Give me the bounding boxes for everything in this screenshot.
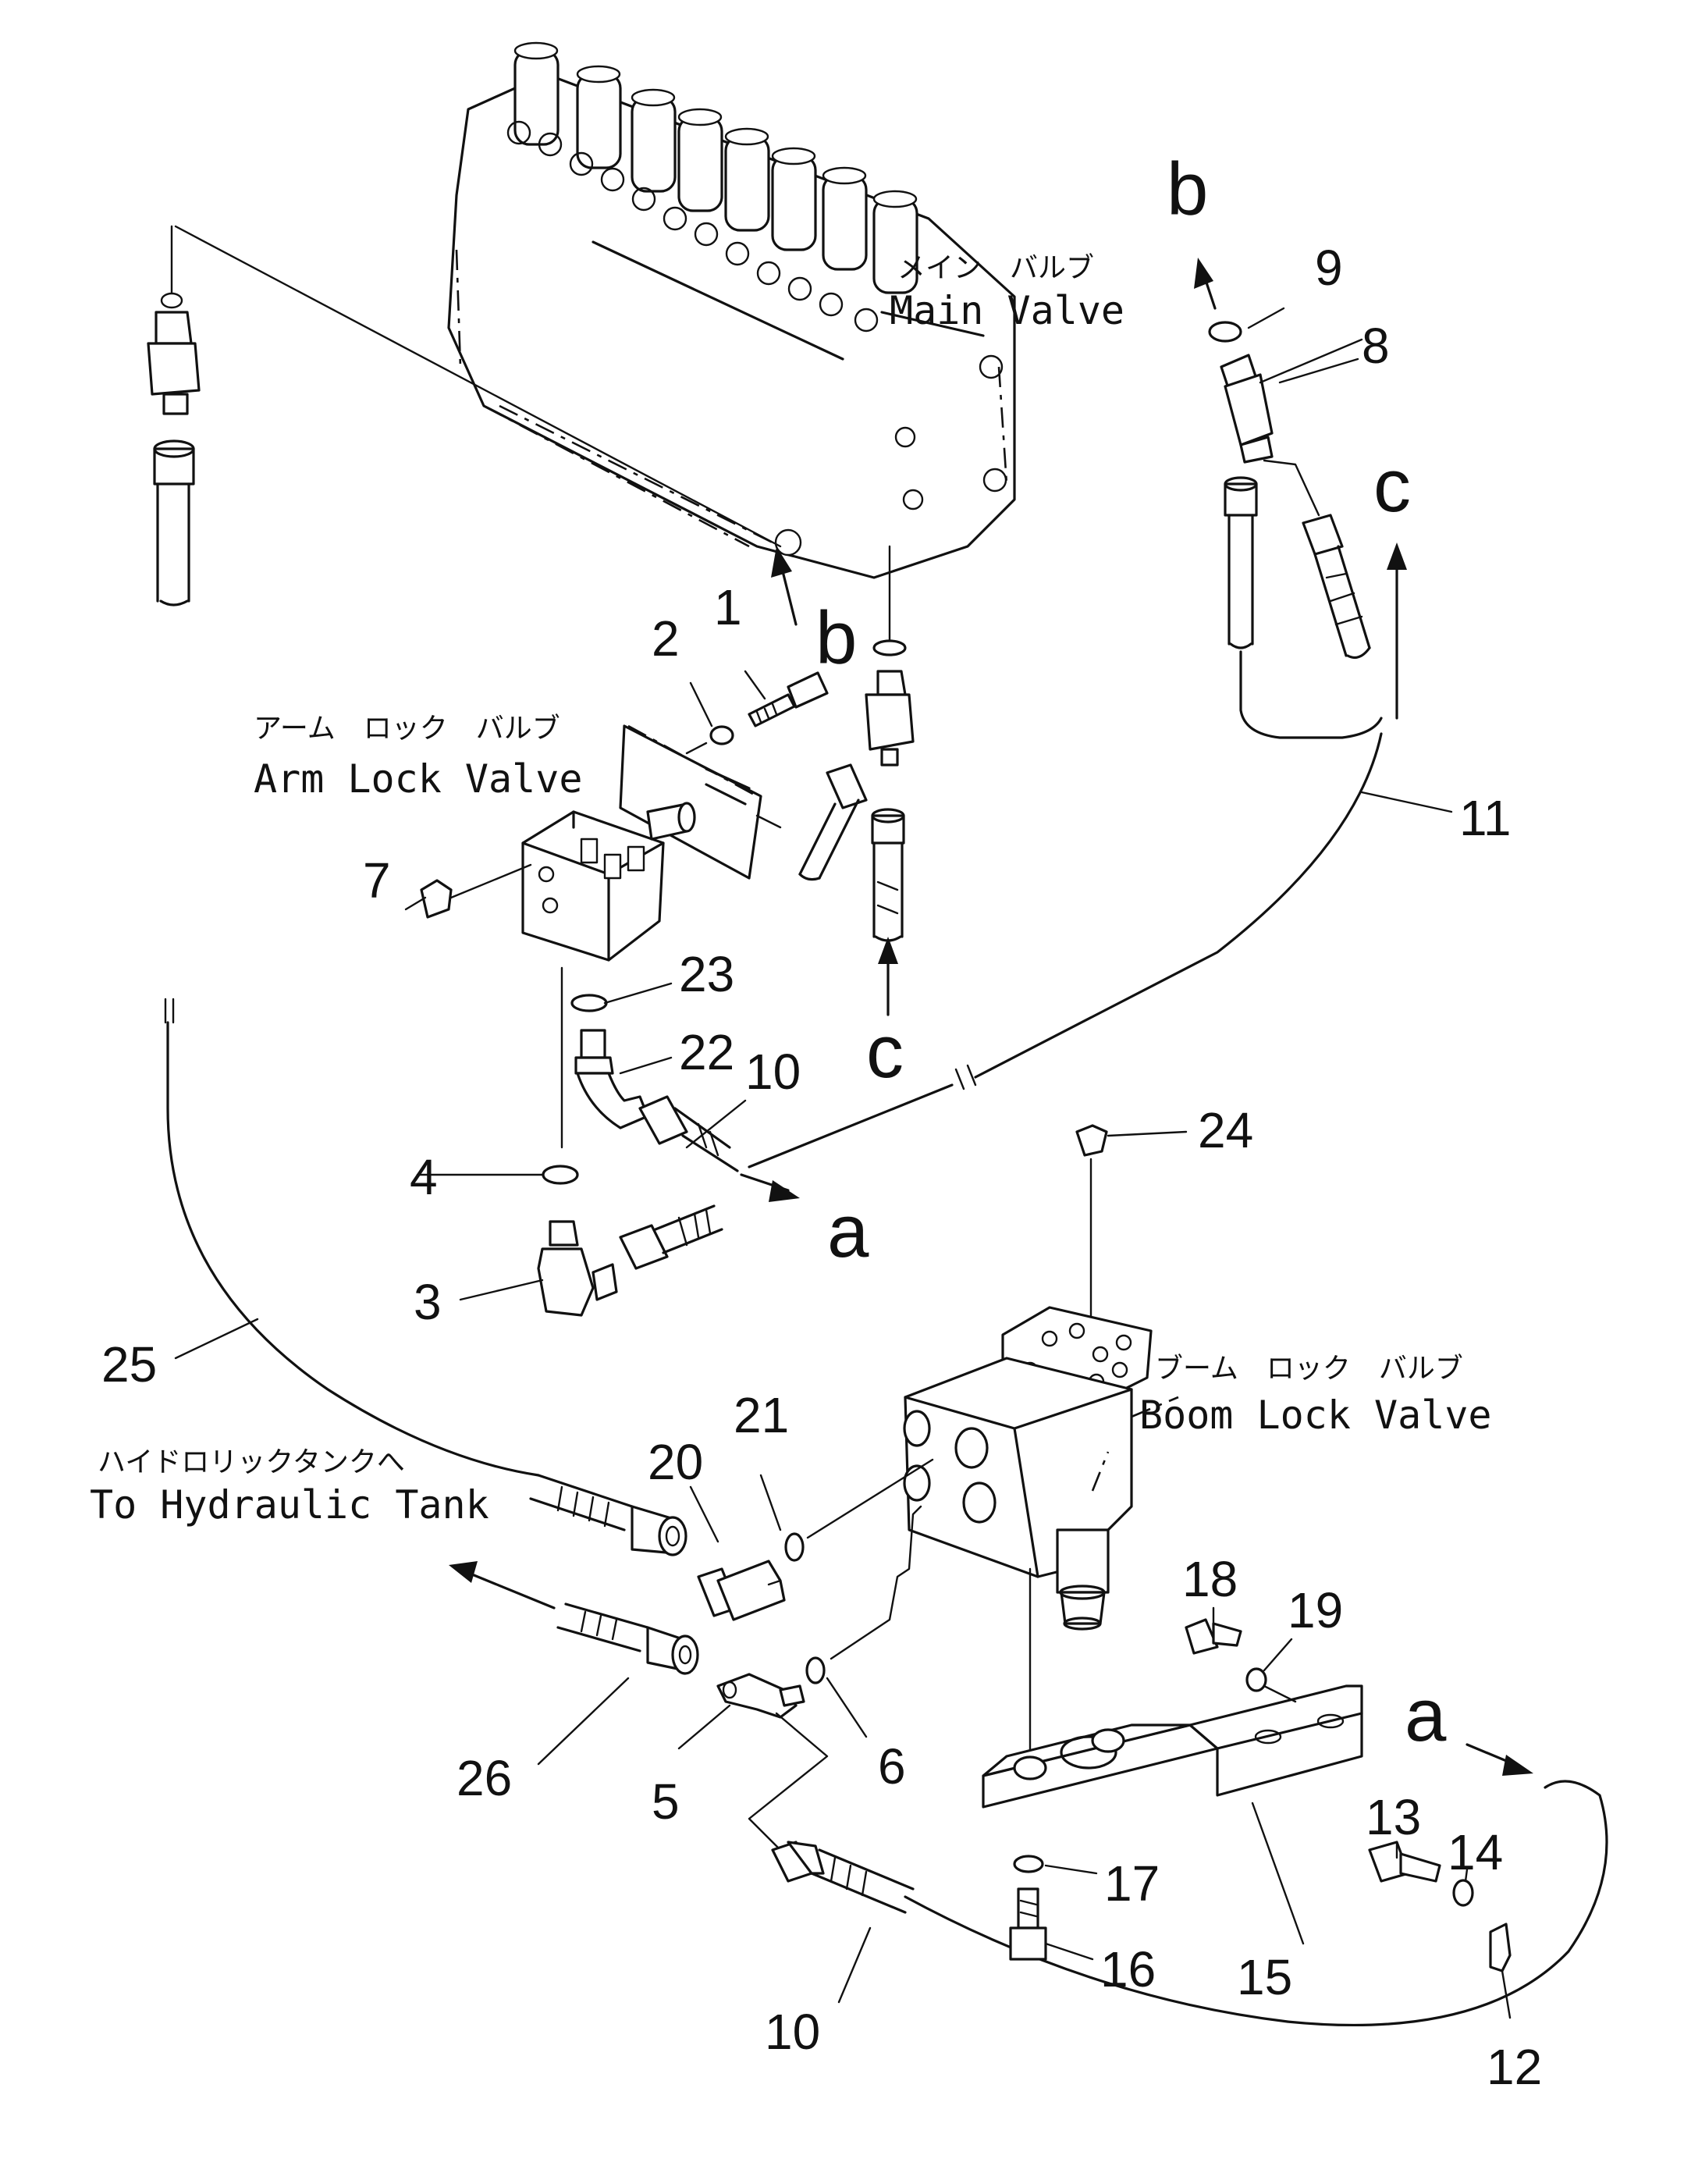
boom-lock-valve-label-jp: ブーム ロック バルブ	[1155, 1353, 1463, 1385]
elbow-20-oring-21	[697, 1458, 934, 1621]
plug-24	[1075, 1124, 1188, 1329]
arm-lock-valve-label: Arm Lock Valve	[254, 756, 582, 802]
part-number-2: 2	[652, 610, 680, 667]
connection-a-arm: a	[827, 1190, 869, 1273]
hose-11	[748, 732, 1453, 1168]
arm-lock-valve	[521, 724, 782, 962]
bracket-15	[982, 1684, 1363, 1809]
bolt-1-washer-2	[685, 671, 829, 755]
hose-25-end	[529, 1474, 687, 1556]
part-number-3: 3	[414, 1274, 442, 1330]
oring-4	[542, 1165, 579, 1185]
part-number-7: 7	[363, 852, 391, 909]
part-number-10-upper: 10	[745, 1044, 801, 1100]
arm-lock-valve-label-jp: アーム ロック バルブ	[254, 713, 560, 745]
part-number-20: 20	[648, 1434, 703, 1490]
part-number-24: 24	[1198, 1102, 1253, 1158]
hose-right-top	[1224, 459, 1383, 739]
part-number-11: 11	[1459, 790, 1511, 846]
bolt-16-washer-17	[1009, 1855, 1047, 1961]
main-valve	[447, 41, 1016, 579]
connection-b-main: b	[815, 596, 857, 680]
connection-c-lower: c	[866, 1010, 904, 1094]
boom-lock-valve-label: Boom Lock Valve	[1139, 1393, 1492, 1438]
elbow-22-oring-23	[570, 994, 649, 1129]
part-number-10-lower: 10	[765, 2004, 820, 2060]
main-valve-label-jp: メイン バルブ	[897, 252, 1094, 284]
hose-25	[147, 225, 540, 1477]
fitting-3	[537, 1220, 618, 1317]
part-number-26: 26	[457, 1750, 512, 1806]
boom-lock-valve	[903, 1306, 1179, 1758]
fitting-c-upper	[798, 545, 915, 942]
hose-from-fitting-3	[619, 1204, 723, 1270]
leader-lines	[174, 307, 1469, 2004]
main-valve-label: Main Valve	[890, 288, 1124, 333]
part-number-16: 16	[1100, 1941, 1156, 1997]
part-number-21: 21	[734, 1387, 789, 1443]
part-number-25: 25	[101, 1336, 157, 1393]
hose-26	[449, 1561, 699, 1675]
part-number-1: 1	[714, 579, 742, 635]
hose-10-lower	[771, 1780, 1608, 2026]
tee-5-oring-6	[716, 1505, 922, 1859]
connection-b-top: b	[1167, 148, 1208, 231]
part-number-9: 9	[1315, 240, 1343, 296]
connection-a-right: a	[1405, 1674, 1447, 1757]
fitting-8-oring-9	[1208, 321, 1363, 464]
part-number-22: 22	[679, 1024, 734, 1080]
part-number-23: 23	[679, 946, 734, 1002]
connection-c-right: c	[1373, 444, 1411, 528]
part-number-17: 17	[1104, 1855, 1160, 1912]
part-number-19: 19	[1288, 1582, 1343, 1638]
part-number-14: 14	[1448, 1824, 1503, 1880]
part-number-8: 8	[1362, 318, 1390, 374]
part-number-13: 13	[1366, 1789, 1421, 1845]
part-number-5: 5	[652, 1773, 680, 1830]
hose-10-upper	[638, 1095, 739, 1172]
bolt-18-washer-19	[1185, 1618, 1297, 1703]
part-number-6: 6	[878, 1738, 906, 1795]
part-number-18: 18	[1182, 1551, 1238, 1607]
hydraulic-tank-label: To Hydraulic Tank	[90, 1482, 489, 1528]
part-number-12: 12	[1487, 2039, 1542, 2095]
plug-7	[420, 863, 532, 919]
part-number-4: 4	[410, 1149, 438, 1205]
part-number-15: 15	[1237, 1949, 1292, 2005]
hydraulic-tank-label-jp: ハイドロリックタンクへ	[98, 1446, 405, 1478]
bolt-13-washer-14-clamp-12	[1368, 1841, 1512, 2019]
